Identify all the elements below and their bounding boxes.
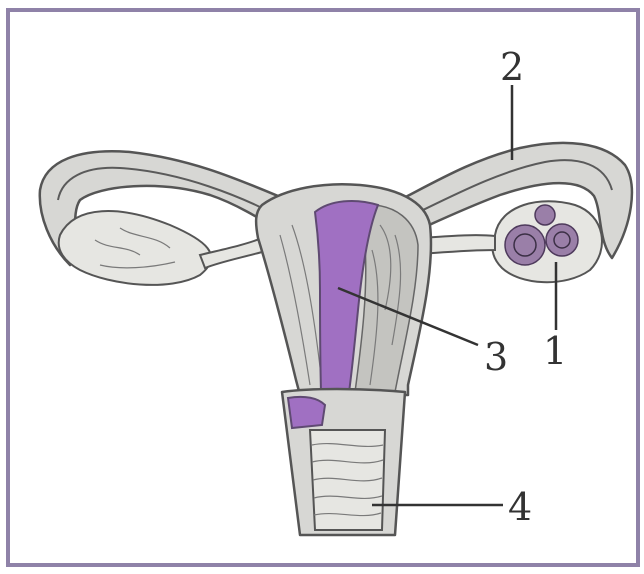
label-2: 2 xyxy=(500,45,524,89)
left-ovary xyxy=(59,211,211,285)
ovarian-follicle xyxy=(535,205,555,225)
label-3: 3 xyxy=(484,335,508,379)
label-4: 4 xyxy=(508,485,532,529)
ovarian-follicle xyxy=(546,224,578,256)
label-1: 1 xyxy=(543,329,567,373)
ovarian-follicle xyxy=(505,225,545,265)
cervical-canal xyxy=(288,397,325,428)
left-ovarian-ligament xyxy=(200,238,262,268)
